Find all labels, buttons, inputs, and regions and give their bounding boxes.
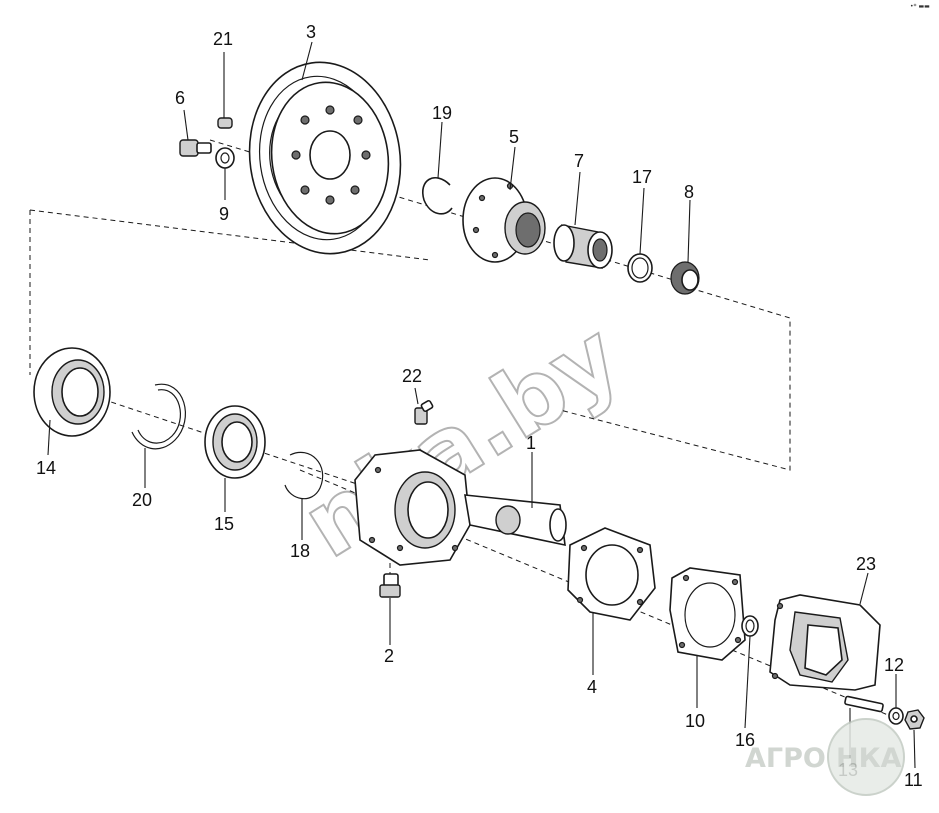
label-3: 3 [306,22,316,42]
label-23: 23 [856,554,876,574]
label-6: 6 [175,88,185,108]
part-bearing-8 [670,261,700,295]
part-bolt-2 [379,573,401,598]
label-12: 12 [884,655,904,675]
label-9: 9 [219,204,229,224]
part-circlip-20 [131,383,186,450]
part-seal-14 [33,347,111,437]
logo-right-text: НКА [836,743,902,774]
part-stud-13 [844,695,884,713]
label-20: 20 [132,490,152,510]
part-bearing-15 [204,405,266,479]
label-11: 11 [904,770,923,790]
label-10: 10 [685,711,705,731]
part-hub [462,177,546,263]
part-housing-1 [354,449,567,566]
label-14: 14 [36,458,56,478]
part-flange-4 [567,527,656,621]
part-washer-9 [215,147,235,169]
label-19: 19 [432,103,452,123]
part-oring-16 [741,615,759,637]
label-8: 8 [684,182,694,202]
part-bushing-7 [553,224,613,269]
label-7: 7 [574,151,584,171]
label-4: 4 [587,677,597,697]
part-fitting-22 [414,399,434,425]
part-washer-12 [888,707,904,725]
part-nut-11 [904,709,925,730]
part-brake-drum [248,61,402,255]
label-18: 18 [290,541,310,561]
label-2: 2 [384,646,394,666]
label-5: 5 [509,127,519,147]
part-fitting-21 [217,117,233,129]
label-22: 22 [402,366,422,386]
label-17: 17 [632,167,652,187]
part-snap-ring-19 [421,177,453,215]
corner-mark: •* ▬▬ [910,3,930,10]
label-16: 16 [735,730,755,750]
part-gasket-10 [669,567,746,661]
label-1: 1 [526,433,536,453]
leader-lines [47,41,916,769]
label-21: 21 [213,29,233,49]
part-cover-23 [769,594,881,691]
logo-left-text: АГРО [745,743,826,774]
part-snap-ring-18 [284,451,324,500]
part-ring-17 [627,253,653,283]
agronka-logo: АГРО НКА [745,718,905,796]
part-bolt-6 [179,139,212,157]
label-15: 15 [214,514,234,534]
